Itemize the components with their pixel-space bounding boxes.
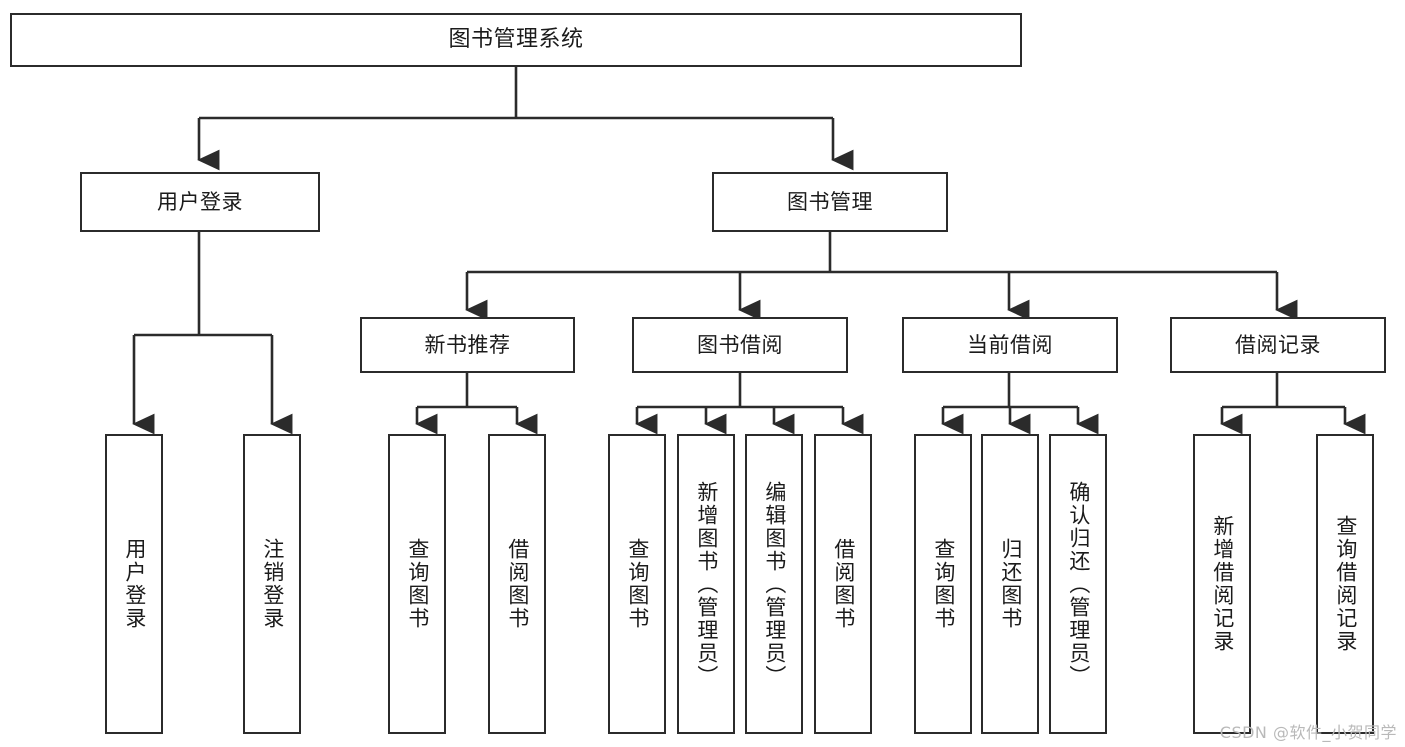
node-borrow-record-label: 借阅记录 xyxy=(1235,332,1321,357)
node-leaf-add-book-label: 新增图书（管理员） xyxy=(694,480,719,688)
node-user-login-label: 用户登录 xyxy=(157,189,243,214)
node-leaf-return-book-label: 归还图书 xyxy=(998,538,1023,630)
node-leaf-edit-book[interactable]: 编辑图书（管理员） xyxy=(745,434,803,734)
node-new-book-recommend-label: 新书推荐 xyxy=(424,332,511,357)
node-leaf-confirm-return-label: 确认归还（管理员） xyxy=(1066,480,1091,688)
node-leaf-confirm-return[interactable]: 确认归还（管理员） xyxy=(1049,434,1107,734)
node-borrow-record[interactable]: 借阅记录 xyxy=(1170,317,1386,373)
node-leaf-query-book-3[interactable]: 查询图书 xyxy=(914,434,972,734)
node-leaf-return-book[interactable]: 归还图书 xyxy=(981,434,1039,734)
node-leaf-user-login[interactable]: 用户登录 xyxy=(105,434,163,734)
node-new-book-recommend[interactable]: 新书推荐 xyxy=(360,317,575,373)
node-leaf-query-book-1[interactable]: 查询图书 xyxy=(388,434,446,734)
node-leaf-query-record-label: 查询借阅记录 xyxy=(1333,515,1358,653)
node-leaf-add-record-label: 新增借阅记录 xyxy=(1210,515,1235,653)
node-current-borrow[interactable]: 当前借阅 xyxy=(902,317,1118,373)
node-leaf-query-book-3-label: 查询图书 xyxy=(931,538,956,630)
csdn-watermark: CSDN @软件_小贺同学 xyxy=(1219,723,1397,742)
node-leaf-user-login-label: 用户登录 xyxy=(122,538,147,630)
node-root-label: 图书管理系统 xyxy=(448,27,584,53)
node-book-borrow[interactable]: 图书借阅 xyxy=(632,317,848,373)
node-book-management-label: 图书管理 xyxy=(787,189,873,214)
node-leaf-borrow-book-2[interactable]: 借阅图书 xyxy=(814,434,872,734)
node-leaf-logout-login-label: 注销登录 xyxy=(260,538,285,630)
node-leaf-logout-login[interactable]: 注销登录 xyxy=(243,434,301,734)
node-leaf-query-book-2-label: 查询图书 xyxy=(625,538,650,630)
node-leaf-borrow-book-2-label: 借阅图书 xyxy=(831,538,856,630)
node-leaf-add-book[interactable]: 新增图书（管理员） xyxy=(677,434,735,734)
node-leaf-query-record[interactable]: 查询借阅记录 xyxy=(1316,434,1374,734)
node-leaf-query-book-1-label: 查询图书 xyxy=(405,538,430,630)
node-leaf-borrow-book-1-label: 借阅图书 xyxy=(505,538,530,630)
node-root[interactable]: 图书管理系统 xyxy=(10,13,1022,67)
node-leaf-add-record[interactable]: 新增借阅记录 xyxy=(1193,434,1251,734)
node-book-borrow-label: 图书借阅 xyxy=(697,332,783,357)
node-leaf-query-book-2[interactable]: 查询图书 xyxy=(608,434,666,734)
node-leaf-borrow-book-1[interactable]: 借阅图书 xyxy=(488,434,546,734)
node-leaf-edit-book-label: 编辑图书（管理员） xyxy=(762,480,787,688)
node-user-login[interactable]: 用户登录 xyxy=(80,172,320,232)
node-current-borrow-label: 当前借阅 xyxy=(967,332,1053,357)
node-book-management[interactable]: 图书管理 xyxy=(712,172,948,232)
